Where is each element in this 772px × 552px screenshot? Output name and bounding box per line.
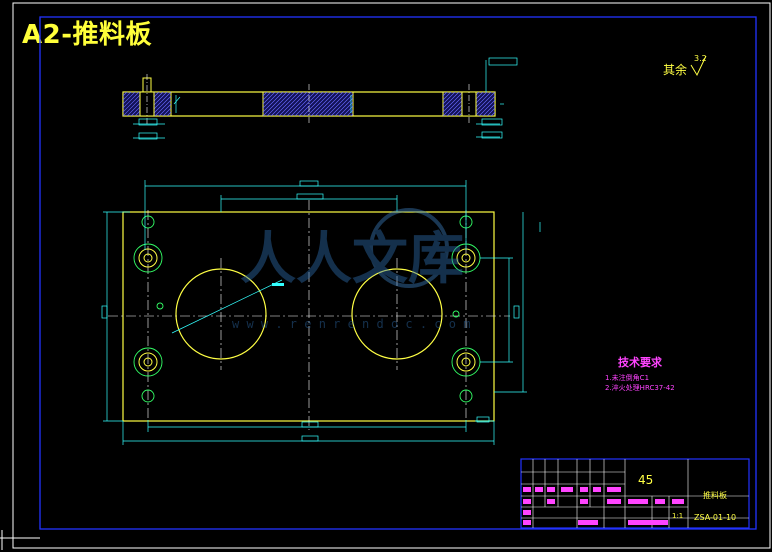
drawing-title: A2-推料板 [22,20,153,50]
watermark: 人人文库 w w w . r e n r e n d o c . c o m [232,208,470,331]
hatch-line [486,107,496,117]
hatch-line [322,91,348,117]
hatch-line [162,107,172,117]
title-block-drawing-no: ZSA-01-10 [694,513,736,522]
section-view [122,57,518,140]
hatch-line [326,91,352,117]
hatch-line [442,91,448,97]
hatch-line [154,99,172,117]
roughness-label: 其余 [663,62,687,77]
hatch-line [166,111,172,117]
sheet-frame [12,2,771,549]
hatch-line [442,91,452,101]
roughness-note: 其余 3.2 [663,54,707,77]
hatch-line [442,91,456,105]
title-block-material: 45 [638,473,653,487]
hatch-line [474,95,496,117]
hatch-line [310,91,336,117]
hatch-line [478,99,496,117]
hatch-line [302,91,328,117]
hatch-line [262,91,280,109]
hatch-line [482,103,496,117]
hatch-line [442,91,464,113]
hatch-line [346,109,354,117]
tech-req-item-2: 2.淬火处理HRC37-42 [605,383,675,392]
hatch-line [334,97,354,117]
plan-view [101,180,541,445]
hatch-line [298,91,324,117]
hatch-line [274,91,300,117]
hatch-line [262,91,268,97]
hatch-line [262,91,284,113]
hatch-line [318,91,344,117]
tech-req-heading: 技术要求 [618,355,663,369]
hatch-line [290,91,316,117]
hatch-line [262,91,276,105]
hatch-line [262,91,288,117]
hatch-line [294,91,320,117]
title-block-part-name: 推料板 [703,490,727,500]
hatch-line [490,111,496,117]
ucs-cursor [0,530,40,550]
hatch-line [262,91,272,101]
hatch-line [350,113,354,117]
hatch-line [286,91,312,117]
drawing-border [39,16,757,530]
hatch-line [314,91,340,117]
roughness-value: 3.2 [694,54,707,63]
watermark-text: 人人文库 [240,227,464,292]
watermark-url: w w w . r e n r e n d o c . c o m [232,317,470,331]
hatch-line [122,91,136,105]
title-block: 45 推料板 ZSA-01-10 1:1 [520,458,750,529]
hatch-line [306,91,332,117]
technical-requirements: 技术要求 1.未注倒角C1 2.淬火处理HRC37-42 [605,355,675,392]
hatch-line [270,91,296,117]
hatch-line [330,93,354,117]
title-block-scale: 1:1 [672,512,683,520]
hatch-line [282,91,308,117]
hatch-line [278,91,304,117]
hatch-line [122,91,140,109]
mounting-holes [138,248,476,372]
hatch-line [158,103,172,117]
hatch-line [122,91,128,97]
tech-req-item-1: 1.未注倒角C1 [605,373,649,382]
hatch-line [266,91,292,117]
hatch-line [442,91,460,109]
hatch-line [122,91,132,101]
